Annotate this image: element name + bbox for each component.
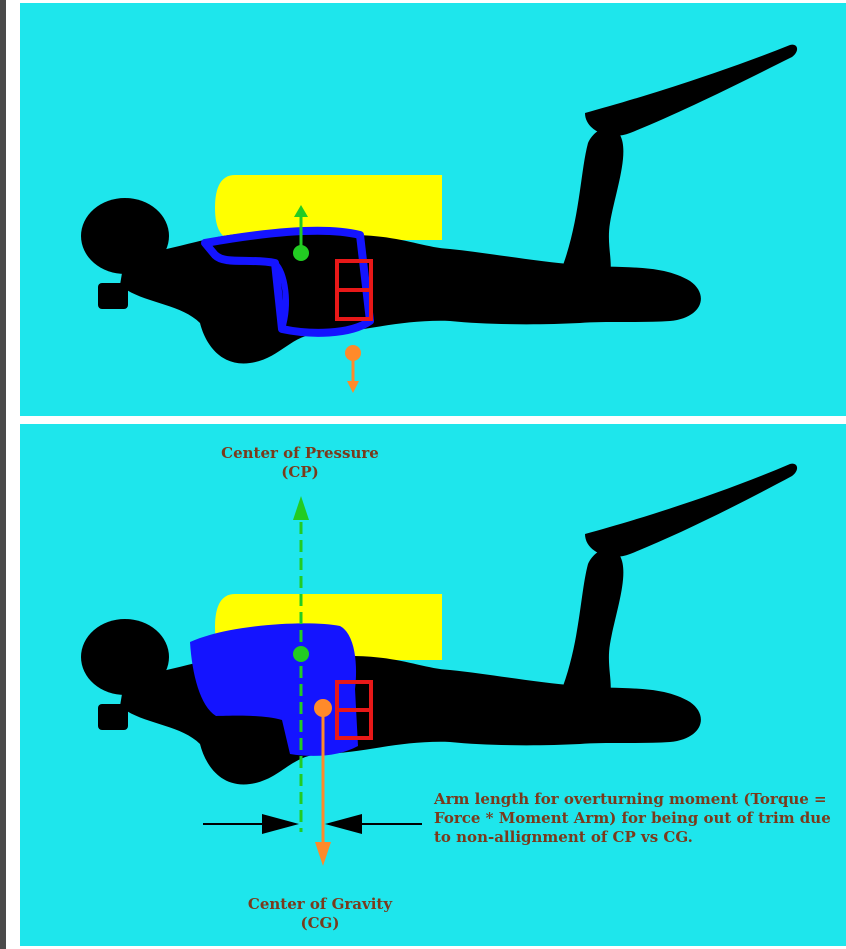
cp-label-line2: (CP): [195, 463, 405, 482]
cp-point: [293, 646, 309, 662]
top-diver-illustration: [20, 3, 846, 416]
cg-label-line1: Center of Gravity: [215, 895, 425, 914]
moment-arm-note: Arm length for overturning moment (Torqu…: [434, 790, 834, 847]
moment-arm-left-arrowhead: [262, 814, 299, 834]
cg-arrow-head: [315, 842, 331, 866]
top-panel-balanced-diver: [20, 3, 846, 416]
center-of-gravity-label: Center of Gravity (CG): [215, 895, 425, 933]
cp-label-line1: Center of Pressure: [195, 444, 405, 463]
cg-label-line2: (CG): [215, 914, 425, 933]
cp-arrow-head: [293, 496, 309, 520]
moment-arm-right-arrowhead: [325, 814, 362, 834]
cp-point: [293, 245, 309, 261]
cg-arrow-head: [347, 381, 359, 393]
center-of-pressure-label: Center of Pressure (CP): [195, 444, 405, 482]
bottom-panel-out-of-trim: Center of Pressure (CP) Arm length for o…: [20, 424, 846, 946]
bottom-diver-illustration: [20, 424, 846, 946]
left-border: [0, 0, 6, 949]
panel-divider: [20, 416, 846, 424]
cg-point: [314, 699, 332, 717]
